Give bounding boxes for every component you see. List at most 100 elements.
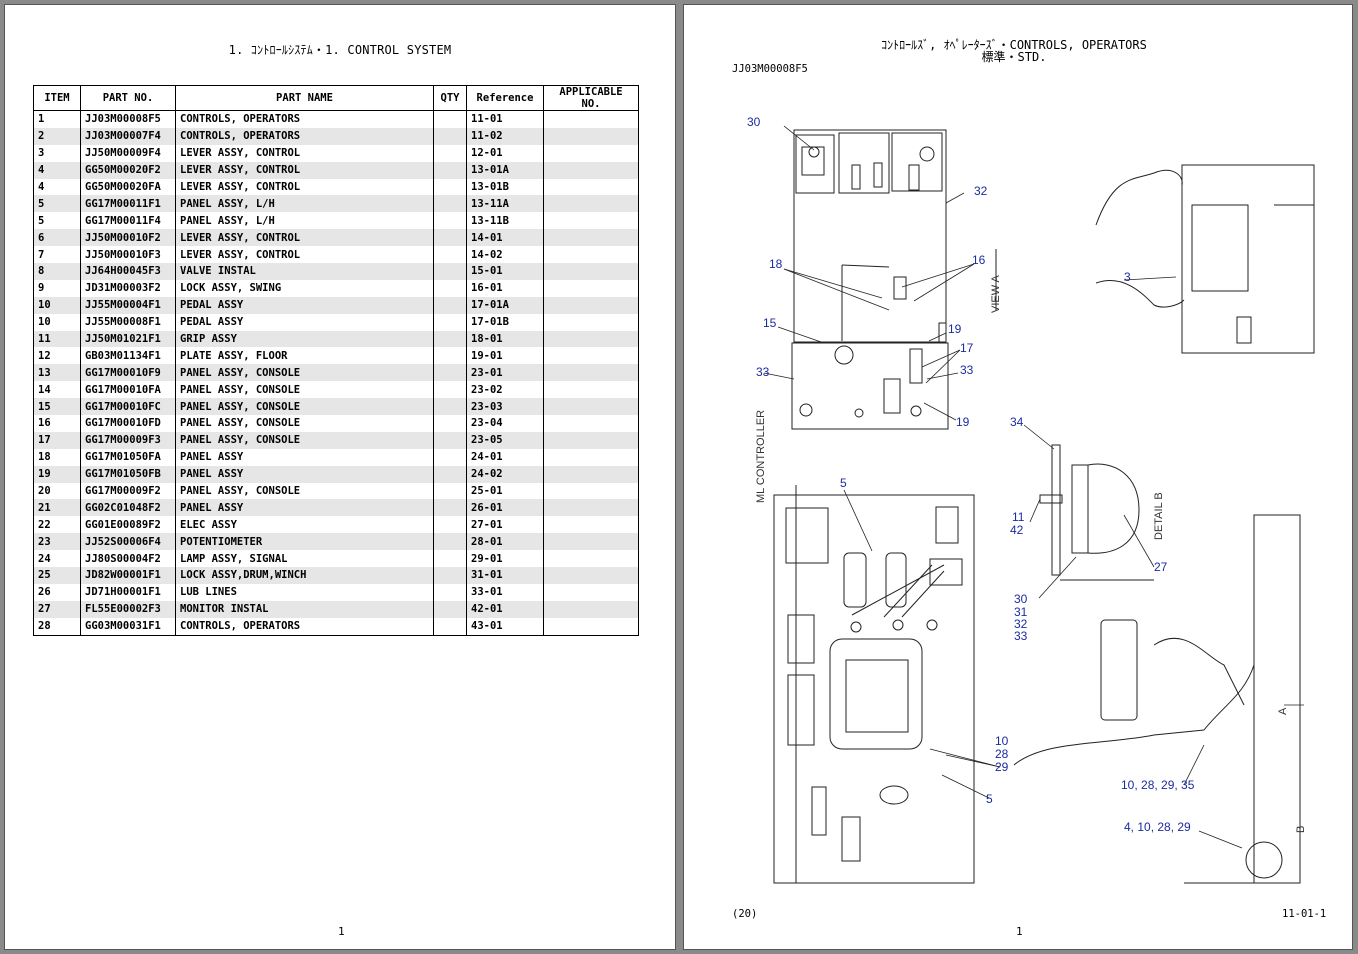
cell-part-no: GG50M00020FA (80, 178, 176, 196)
line-art (773, 129, 1315, 884)
cell-applicable-no (543, 583, 639, 601)
cell-reference: 23-02 (466, 381, 544, 399)
cell-reference: 29-01 (466, 550, 544, 568)
cell-applicable-no (543, 364, 639, 382)
cell-reference: 23-03 (466, 398, 544, 416)
cell-qty (433, 330, 467, 348)
callout-33-detail: 33 (1014, 629, 1028, 643)
cell-part-name: GRIP ASSY (175, 330, 434, 348)
diagram-title-line1: ｺﾝﾄﾛｰﾙｽﾞ, ｵﾍﾟﾚｰﾀｰｽﾞ・CONTROLS, OPERATORS (881, 38, 1147, 52)
arrow-a-label: A (1277, 707, 1289, 715)
switch-panel (935, 506, 959, 544)
cell-part-no: JJ55M00004F1 (80, 296, 176, 314)
cell-part-name: PANEL ASSY, CONSOLE (175, 364, 434, 382)
cell-part-no: JD31M00003F2 (80, 279, 176, 297)
cell-item: 22 (33, 516, 81, 534)
cell-reference: 13-11B (466, 212, 544, 230)
cell-part-no: GG17M00009F2 (80, 482, 176, 500)
callout-11: 11 (1012, 510, 1025, 524)
cell-part-name: PANEL ASSY, L/H (175, 212, 434, 230)
cell-item: 4 (33, 178, 81, 196)
cell-qty (433, 195, 467, 213)
cell-part-no: GG17M00009F3 (80, 431, 176, 449)
cell-part-no: GG02C01048F2 (80, 499, 176, 517)
parts-table: ITEM PART NO. PART NAME QTY Reference AP… (33, 85, 639, 636)
cell-part-name: ELEC ASSY (175, 516, 434, 534)
callout-17: 17 (960, 341, 974, 355)
cell-part-name: PANEL ASSY, CONSOLE (175, 381, 434, 399)
cell-qty (433, 583, 467, 601)
cell-applicable-no (543, 178, 639, 196)
cell-part-no: JJ03M00008F5 (80, 110, 176, 128)
cell-item: 1 (33, 110, 81, 128)
callout-31: 31 (1014, 605, 1028, 619)
cell-qty (433, 398, 467, 416)
cell-qty (433, 415, 467, 432)
view-a-right-box (891, 132, 943, 192)
cell-part-name: LOCK ASSY, SWING (175, 279, 434, 297)
cell-part-name: VALVE INSTAL (175, 263, 434, 280)
cell-qty (433, 347, 467, 365)
cell-item: 9 (33, 279, 81, 297)
cell-qty (433, 263, 467, 280)
callout-5: 5 (840, 476, 847, 490)
cell-part-name: LEVER ASSY, CONTROL (175, 161, 434, 179)
cell-item: 18 (33, 448, 81, 466)
cell-part-name: LEVER ASSY, CONTROL (175, 229, 434, 247)
page-number-right: 1 (1016, 925, 1023, 938)
cell-reference: 27-01 (466, 516, 544, 534)
callout-group-4-10-28-29: 4, 10, 28, 29 (1124, 820, 1191, 834)
cell-part-no: GG17M01050FB (80, 465, 176, 483)
cell-part-no: JJ50M00010F3 (80, 246, 176, 264)
cell-qty (433, 533, 467, 551)
cell-reference: 24-02 (466, 465, 544, 483)
cell-part-name: CONTROLS, OPERATORS (175, 110, 434, 128)
cell-part-no: JJ03M00007F4 (80, 127, 176, 145)
cell-item: 8 (33, 263, 81, 280)
cell-item: 14 (33, 381, 81, 399)
cell-reference: 42-01 (466, 600, 544, 618)
cell-applicable-no (543, 246, 639, 264)
callout-18: 18 (769, 257, 783, 271)
cell-reference: 43-01 (466, 617, 544, 636)
column-header-part-no: PART NO. (80, 85, 176, 111)
cell-qty (433, 600, 467, 618)
cell-part-no: JJ55M00008F1 (80, 313, 176, 331)
cell-applicable-no (543, 127, 639, 145)
cell-qty (433, 178, 467, 196)
seat-outline (829, 638, 923, 750)
diagram-title: ｺﾝﾄﾛｰﾙｽﾞ, ｵﾍﾟﾚｰﾀｰｽﾞ・CONTROLS, OPERATORS … (864, 39, 1164, 63)
cell-qty (433, 212, 467, 230)
cell-part-name: POTENTIOMETER (175, 533, 434, 551)
cell-item: 3 (33, 144, 81, 162)
cell-item: 23 (33, 533, 81, 551)
cell-reference: 13-01B (466, 178, 544, 196)
cell-qty (433, 482, 467, 500)
cell-reference: 17-01B (466, 313, 544, 331)
cell-applicable-no (543, 381, 639, 399)
cell-reference: 11-01 (466, 110, 544, 128)
cell-reference: 19-01 (466, 347, 544, 365)
cell-applicable-no (543, 415, 639, 432)
cell-applicable-no (543, 482, 639, 500)
cell-part-name: PEDAL ASSY (175, 296, 434, 314)
cell-qty (433, 516, 467, 534)
detail-b-label: DETAIL B (1153, 492, 1165, 540)
cell-part-name: PANEL ASSY (175, 499, 434, 517)
cell-qty (433, 465, 467, 483)
cell-qty (433, 381, 467, 399)
cell-applicable-no (543, 144, 639, 162)
cell-applicable-no (543, 279, 639, 297)
callout-3: 3 (1124, 270, 1131, 284)
